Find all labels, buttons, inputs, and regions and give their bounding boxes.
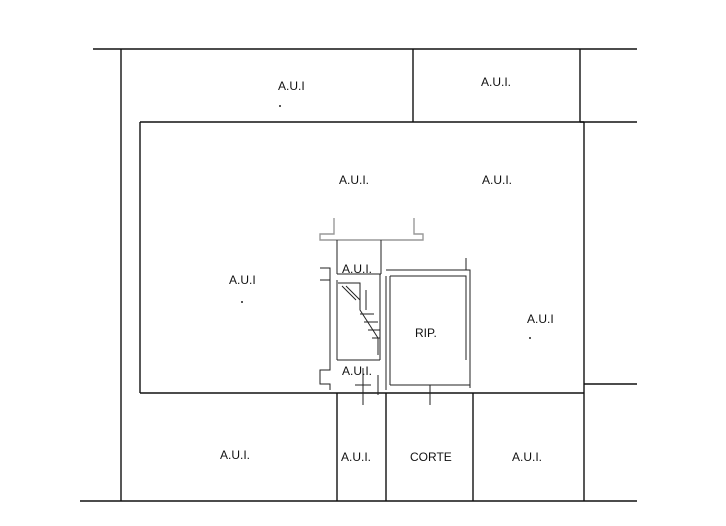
label-aui-top-left: A.U.I	[278, 79, 305, 93]
staircase	[338, 282, 380, 355]
label-aui-mid-right: A.U.I.	[482, 173, 512, 187]
parcel-lines	[80, 48, 637, 502]
label-dot	[279, 105, 281, 107]
label-aui-top-right: A.U.I.	[481, 75, 511, 89]
label-aui-bottom-left: A.U.I.	[220, 448, 250, 462]
label-aui-right: A.U.I	[527, 312, 554, 326]
label-dot	[529, 337, 531, 339]
label-rip: RIP.	[415, 326, 437, 340]
label-aui-mid-left: A.U.I.	[339, 173, 369, 187]
label-aui-left: A.U.I	[229, 273, 256, 287]
inner-walls	[319, 218, 471, 405]
label-aui-bottom-center: A.U.I.	[341, 450, 371, 464]
label-aui-stair: A.U.I.	[342, 262, 372, 276]
label-aui-lower-center: A.U.I.	[342, 364, 372, 378]
label-aui-bottom-right: A.U.I.	[512, 450, 542, 464]
label-corte: CORTE	[410, 450, 452, 464]
label-dot	[241, 301, 243, 303]
